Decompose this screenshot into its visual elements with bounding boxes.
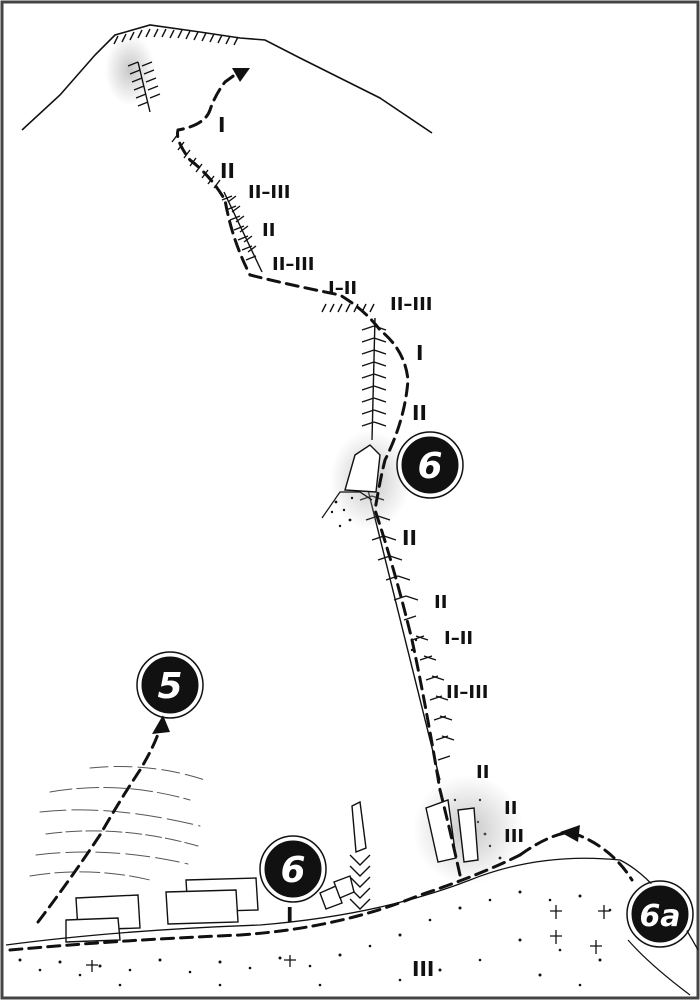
approach-trail: [8, 853, 522, 952]
vegetation: [18, 890, 612, 987]
grade-label: II: [402, 526, 417, 550]
grade-label: II: [412, 401, 427, 425]
route-badge-label: 6: [280, 850, 305, 891]
grade-label: II: [262, 220, 275, 241]
route-5-path: [36, 726, 162, 924]
lower-slope-line: [627, 939, 691, 996]
route-badge-label: 6: [417, 446, 442, 487]
grade-label: I–II: [444, 628, 473, 649]
grade-label: II: [434, 592, 447, 613]
route-badge-6a: 6a: [626, 880, 694, 948]
grade-label: II–III: [390, 294, 433, 315]
grade-label: II: [476, 762, 489, 783]
grade-label: I: [218, 113, 225, 137]
trees: [86, 905, 610, 972]
hut-buildings: [65, 877, 259, 943]
slope-contours: [29, 766, 206, 881]
boulders: [319, 799, 479, 910]
grade-label: III: [504, 826, 524, 847]
route-badge-label: 5: [157, 666, 182, 707]
arrowheads: [152, 68, 580, 842]
route-badge-6-lower: 6: [259, 835, 327, 903]
route-badge-5: 5: [136, 651, 204, 719]
grade-label: I: [416, 341, 423, 365]
rock-pillar: [321, 430, 410, 530]
ground-line: [5, 857, 699, 951]
grade-label: I–II: [328, 278, 357, 299]
grade-label: II–III: [446, 682, 489, 703]
grade-labels: I II II–III II II–III I–II II–III I II I…: [218, 113, 524, 981]
route-lines: [8, 72, 634, 952]
grade-label: II–III: [248, 182, 291, 203]
grade-label: II: [220, 159, 235, 183]
summit-ridge: [21, 24, 433, 134]
grade-label: III: [412, 957, 434, 981]
route-badge-6-upper: 6: [396, 431, 464, 499]
grade-label: II: [504, 798, 517, 819]
grade-label: II–III: [272, 254, 315, 275]
summit-shading: [105, 35, 155, 105]
route-badge-label: 6a: [639, 899, 680, 934]
grade-label: I: [286, 903, 293, 927]
route-6-path: [176, 72, 462, 877]
